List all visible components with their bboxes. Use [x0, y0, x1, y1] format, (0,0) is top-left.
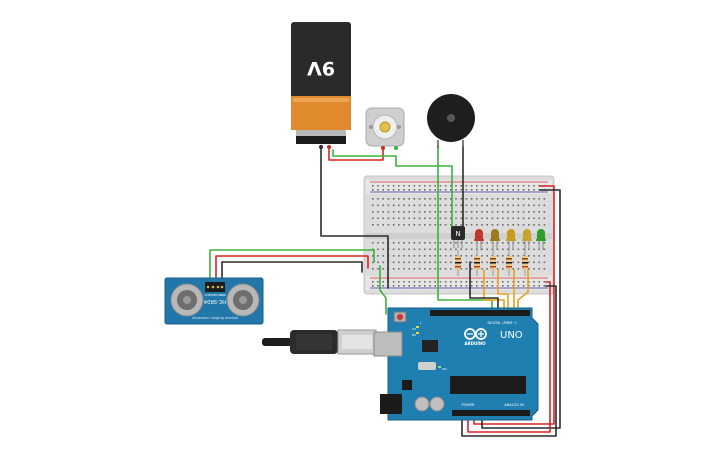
wire-sensor-red [215, 255, 369, 279]
battery-9v[interactable]: 9V [291, 22, 351, 149]
led-row [474, 229, 546, 250]
wire-sensor-black [221, 261, 363, 279]
arduino-l-label: L [420, 321, 422, 325]
wire-rail-black [481, 189, 561, 429]
wire-rail-red [473, 185, 555, 425]
arduino-analog-label: ANALOG IN [504, 403, 524, 407]
led[interactable] [474, 229, 484, 250]
wire-motor-green [332, 149, 453, 229]
ultrasonic-sensor[interactable]: HC-SR04 ultrasonic ranging module VCC TR… [164, 277, 264, 325]
arduino-on-label: ON [442, 367, 447, 371]
npn-transistor[interactable]: N [451, 226, 465, 248]
arduino-power-label: POWER [462, 403, 476, 407]
wire-led-orange-1 [483, 269, 505, 313]
wire-rail-red-2 [467, 281, 551, 433]
arduino-rx-label: RX [412, 333, 416, 337]
led[interactable] [506, 229, 516, 250]
arduino-brand: ARDUINO [465, 341, 487, 346]
resistor-row [455, 250, 528, 276]
arduino-model: UNO [500, 330, 523, 341]
dc-motor[interactable] [365, 107, 405, 150]
wire-led-orange-2 [497, 269, 509, 313]
sensor-pin-echo: ECHO [214, 293, 221, 297]
wire-battery-black [320, 147, 389, 289]
led[interactable] [490, 229, 500, 250]
resistor[interactable] [474, 250, 480, 276]
resistor[interactable] [506, 250, 512, 276]
sensor-model: HC-SR04 [204, 298, 226, 304]
usb-cable[interactable] [262, 329, 377, 355]
wire-battery-red [328, 147, 384, 161]
wire-led-black [469, 261, 499, 313]
arduino-tx-label: TX [411, 327, 416, 331]
sensor-pin-gnd: GND [220, 293, 226, 297]
transistor-label: N [455, 230, 460, 238]
sensor-caption: ultrasonic ranging module [192, 316, 238, 320]
arduino-digital-label: DIGITAL (PWM~) [487, 321, 517, 325]
arduino-uno-board[interactable]: ARDUINO UNO DIGITAL (PWM~) POWER ANALOG … [373, 307, 539, 421]
sensor-pin-vcc: VCC [204, 293, 209, 297]
wire-rail-black-2 [461, 285, 557, 437]
piezo-buzzer[interactable] [427, 94, 475, 148]
resistor[interactable] [455, 250, 461, 276]
wires [209, 145, 561, 437]
led[interactable] [522, 229, 532, 250]
led[interactable] [536, 229, 546, 250]
arduino-logo-icon [464, 328, 487, 340]
battery-label: 9V [307, 57, 335, 79]
wire-buzzer-green [437, 145, 493, 313]
resistor[interactable] [522, 250, 528, 276]
sensor-pin-trig: TRIG [209, 293, 215, 297]
wire-sensor-green-2 [379, 265, 387, 315]
resistor[interactable] [490, 250, 496, 276]
wire-led-orange-4 [517, 269, 529, 313]
wire-sensor-green-1 [209, 249, 375, 279]
